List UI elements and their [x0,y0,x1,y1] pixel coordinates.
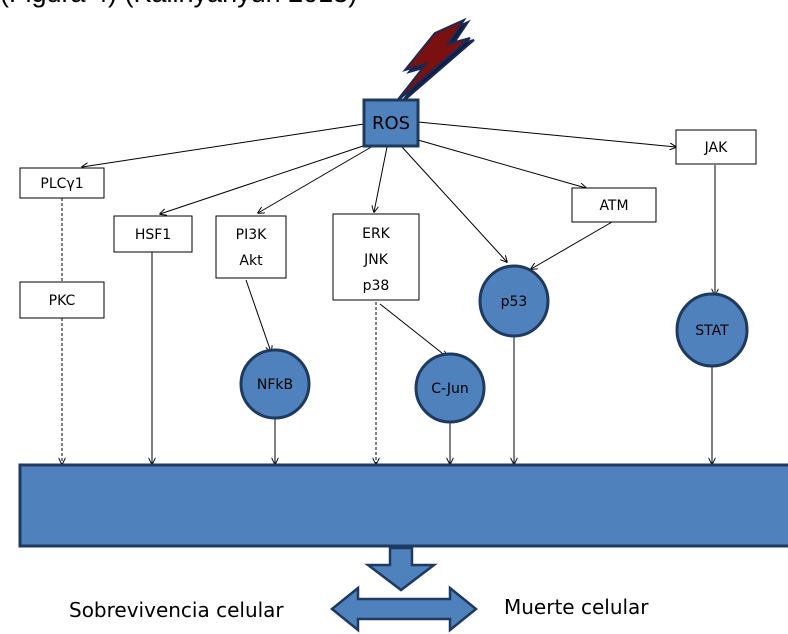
ros-node: ROS [362,98,420,148]
lightning-bolt-icon [395,17,475,105]
pathway-arrows [62,165,715,464]
pi3k-akt-box: PI3K Akt [215,215,287,279]
jak-label: JAK [704,140,728,156]
arrow-ros-atm [417,139,586,188]
ros-arrows [82,121,676,262]
arrow-ros-pi3k [258,145,374,213]
arrow-atm-p53 [531,221,613,269]
header-text-fragment: (Figura 4) (Kalinyanydn 2013) [0,0,357,9]
nfkb-label: NFkB [257,377,293,393]
stat-node: STAT [675,292,749,368]
plc-label: PLCγ1 [40,176,83,192]
nfkb-node: NFkB [239,348,311,420]
atm-box: ATM [571,187,657,223]
erk-label: ERK [362,226,391,242]
p53-node: p53 [478,264,550,338]
jnk-label: JNK [363,252,389,268]
pkc-box: PKC [19,281,105,319]
arrow-ros-jak [417,121,676,147]
pkc-label: PKC [49,293,76,309]
ros-label: ROS [372,113,410,134]
arrow-erk-cjun [379,303,447,357]
survival-label: Sobrevivencia celular [69,598,284,622]
arrow-pi3k-nfkb [245,279,271,352]
cjun-label: C-Jun [431,381,468,397]
plc-box: PLCγ1 [19,167,105,199]
erk-jnk-p38-box: ERK JNK p38 [332,213,420,301]
arrow-ros-erk [374,146,388,212]
double-arrow-shape [330,585,478,633]
p38-label: p38 [363,278,390,294]
cjun-node: C-Jun [414,352,486,424]
atm-label: ATM [599,198,628,214]
pi3k-label: PI3K [236,227,267,243]
hsf1-label: HSF1 [135,227,171,243]
death-label: Muerte celular [504,595,649,619]
down-arrow-shape [364,546,438,592]
arrow-ros-plc [82,123,365,167]
arrow-ros-p53 [401,146,507,262]
arrow-ros-hsf1 [160,144,367,214]
stat-label: STAT [695,323,729,339]
akt-label: Akt [239,253,263,269]
hsf1-box: HSF1 [113,215,193,253]
jak-box: JAK [675,129,757,165]
cell-response-bar [18,463,788,548]
p53-label: p53 [501,294,528,310]
